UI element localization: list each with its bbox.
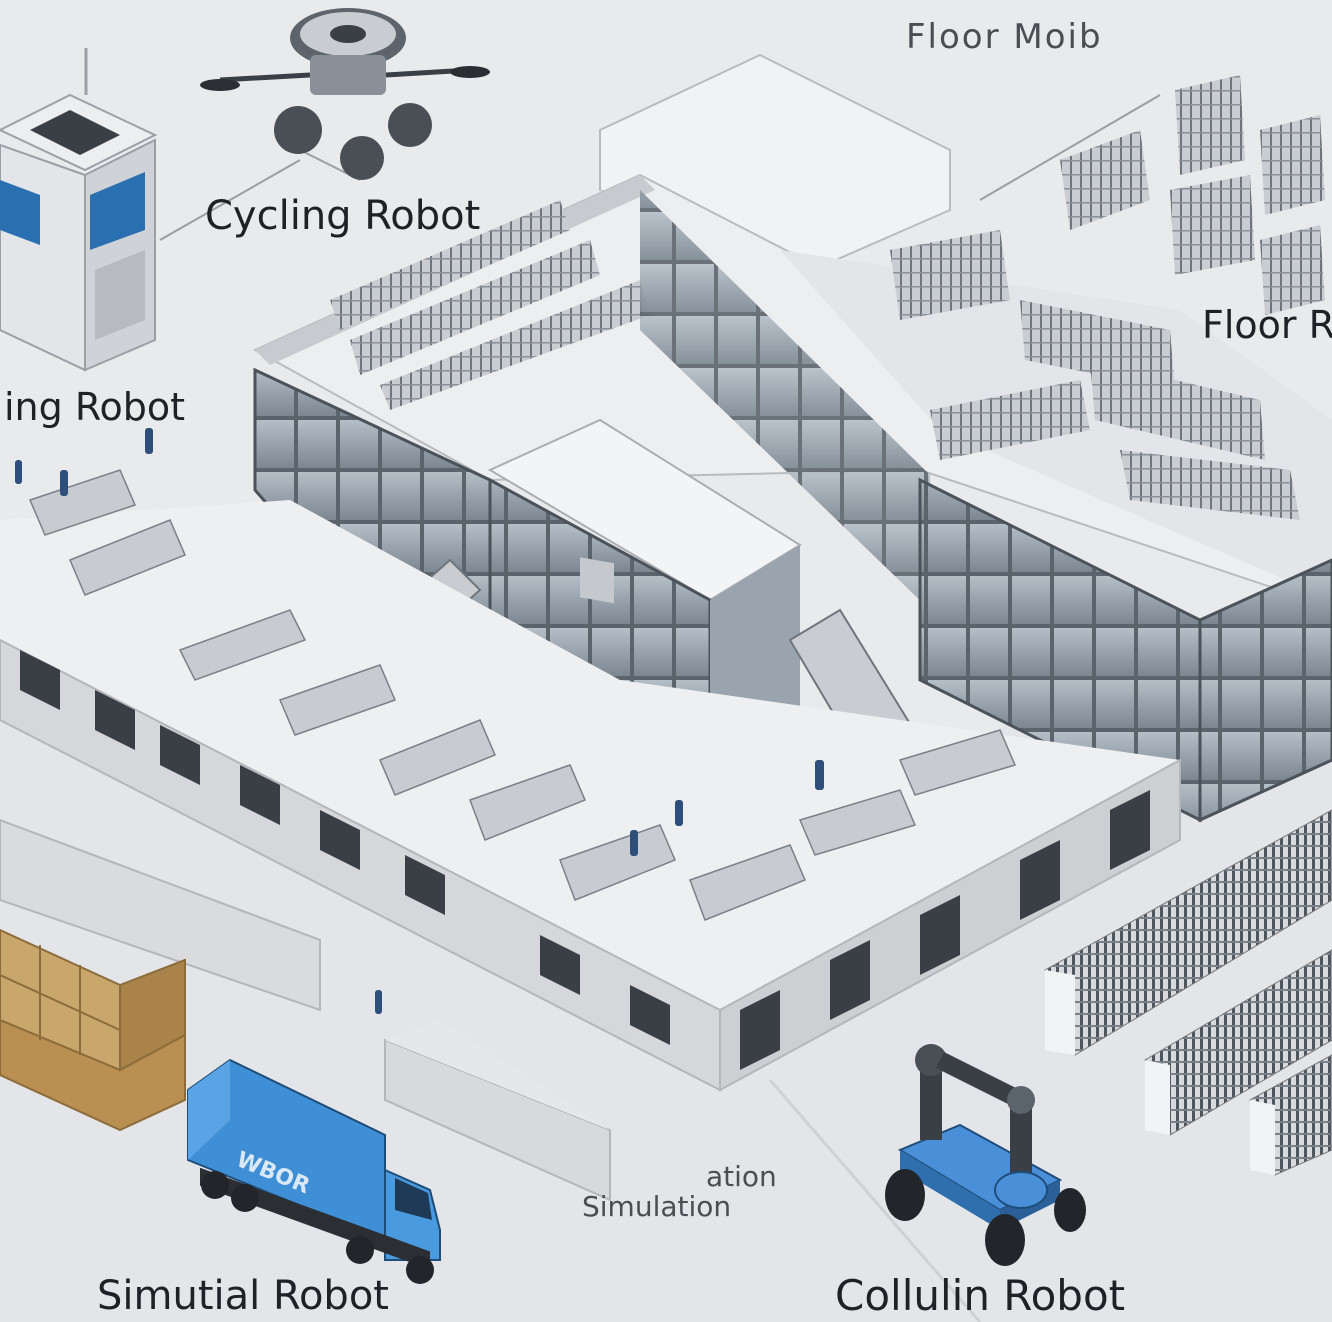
drone-robot-icon: [200, 8, 490, 180]
label-ing-robot: ing Robot: [4, 385, 186, 429]
robot-arm-cart-icon: [885, 1044, 1086, 1266]
label-collulin-robot: Collulin Robot: [835, 1271, 1126, 1320]
delivery-truck-icon: WBOR: [187, 1058, 441, 1284]
cardboard-boxes-icon: [0, 928, 186, 1132]
label-floor-right: Floor R: [1202, 303, 1332, 347]
label-simulation-small: Simulation: [582, 1190, 732, 1223]
label-cycling-robot: Cycling Robot: [205, 193, 481, 239]
server-rack-icon: [890, 230, 1300, 520]
label-simutial-robot: Simutial Robot: [97, 1273, 389, 1319]
ground-floor: [0, 428, 1181, 1202]
server-rack-icon: [1044, 809, 1332, 1176]
kiosk-robot-icon: [0, 48, 158, 372]
label-floor-top: Floor Moib: [906, 17, 1103, 57]
main-building: [252, 53, 1332, 823]
label-ation-small: ation: [706, 1160, 777, 1193]
server-rack-icon: [330, 200, 650, 410]
server-rack-icon: [1060, 75, 1325, 315]
